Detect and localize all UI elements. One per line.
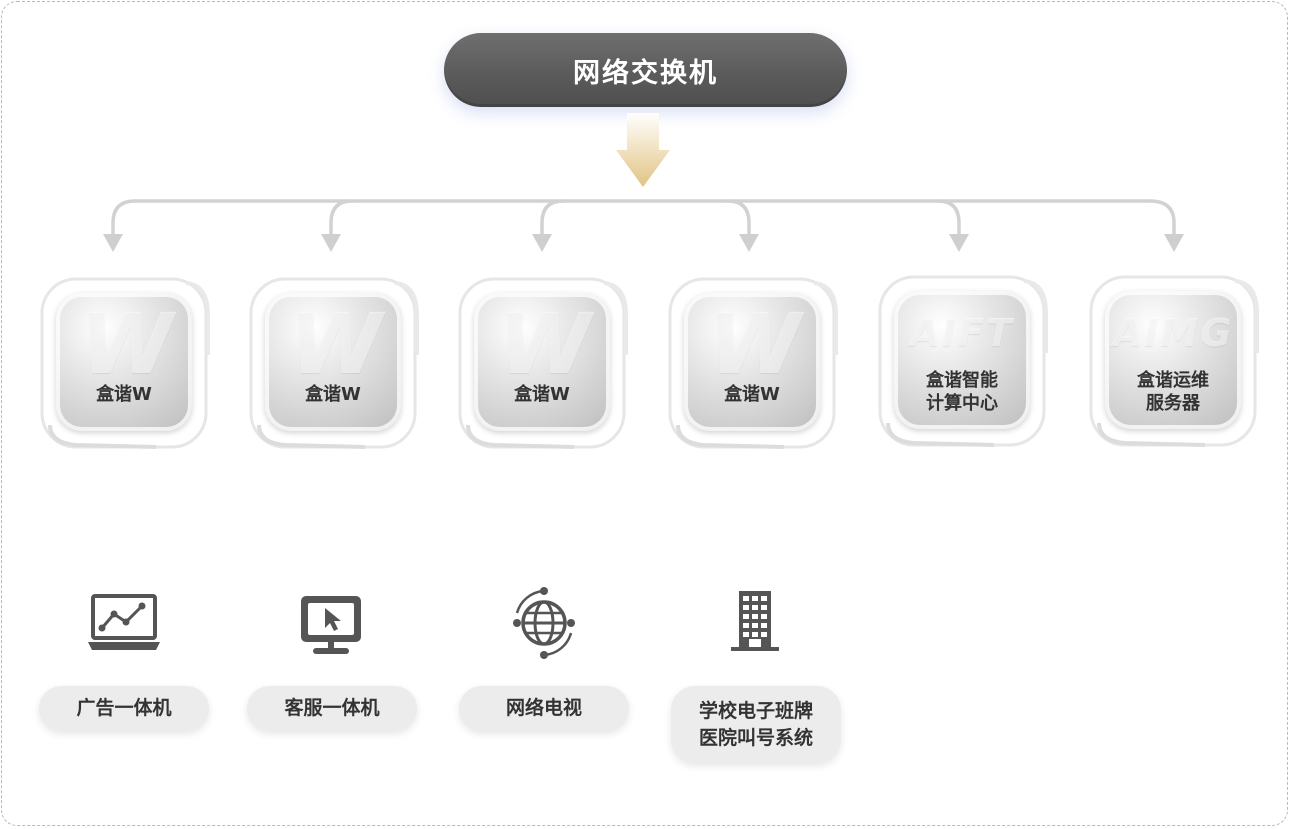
device-ring-decoration [249,277,419,449]
globe-network-icon [513,587,575,659]
device-hexie-w-3: W 盒谐W [454,275,630,451]
device-label: 盒谐W [514,384,570,405]
device-hexie-w-2: W 盒谐W [245,275,421,451]
branch-arrow-icon [321,234,341,252]
terminal-label: 学校电子班牌 医院叫号系统 [698,699,813,749]
device-label: 盒谐运维 服务器 [1137,370,1209,414]
device-watermark: AIFT [910,311,1014,355]
laptop-chart-icon [88,594,160,650]
device-label: 盒谐W [305,384,361,405]
branch-arrow-icon [739,234,759,252]
branch-arrow-icon [1164,234,1184,252]
device-tile: W 盒谐W [474,293,610,431]
device-ring-decoration [458,277,628,449]
device-hexie-ai-compute: AIFT 盒谐智能 计算中心 [874,273,1050,449]
device-tile: W 盒谐W [56,293,192,431]
terminal-label-pill: 客服一体机 [247,686,417,731]
device-ring-decoration [1089,275,1259,447]
device-tile: W 盒谐W [684,293,820,431]
device-ring-decoration [668,277,838,449]
terminal-label-pill: 网络电视 [459,686,629,731]
branch-arrow-icon [949,234,969,252]
branch-arrow-icon [103,234,123,252]
device-hexie-ops-server: AIMG 盒谐运维 服务器 [1085,273,1261,449]
device-hexie-w-4: W 盒谐W [664,275,840,451]
office-building-icon [731,591,779,651]
device-watermark: W [708,295,802,393]
terminal-label-pill: 学校电子班牌 医院叫号系统 [671,686,841,763]
device-label: 盒谐W [96,384,152,405]
device-hexie-w-1: W 盒谐W [36,275,212,451]
device-ring-decoration [40,277,210,449]
branch-arrow-icon [532,234,552,252]
branch-arrowheads [103,234,1184,252]
device-watermark: W [80,295,174,393]
branch-wires [111,199,1176,238]
network-switch-label: 网络交换机 [573,57,718,89]
device-label: 盒谐W [724,384,780,405]
terminal-label-pill: 广告一体机 [39,686,209,731]
device-tile: AIMG 盒谐运维 服务器 [1105,291,1241,429]
terminal-label: 网络电视 [505,697,582,719]
device-tile: AIFT 盒谐智能 计算中心 [894,291,1030,429]
terminal-label: 广告一体机 [76,697,172,719]
device-label: 盒谐智能 计算中心 [926,370,998,414]
device-watermark: W [498,295,592,393]
device-watermark: AIMG [1112,311,1234,355]
device-tile: W 盒谐W [265,293,401,431]
device-ring-decoration [878,275,1048,447]
down-arrow-icon [616,113,670,187]
device-watermark: W [289,295,383,393]
network-switch-node: 网络交换机 [444,33,847,107]
terminal-label: 客服一体机 [284,697,380,719]
monitor-cursor-icon [301,596,361,654]
